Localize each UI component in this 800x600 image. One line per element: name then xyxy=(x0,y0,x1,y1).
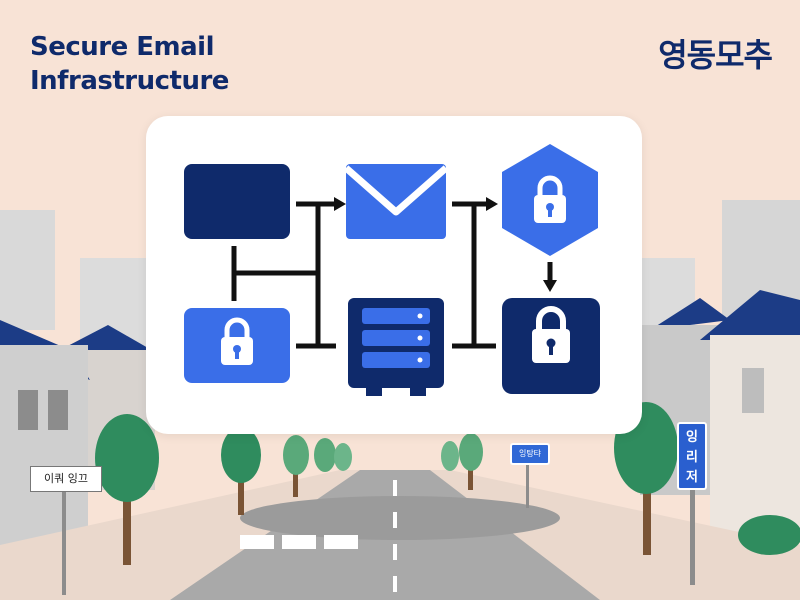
sign-pole xyxy=(62,490,66,595)
dark-panel-icon xyxy=(184,164,290,239)
crosswalk-stripe xyxy=(324,535,358,549)
tree-crown xyxy=(441,441,459,471)
title-block: Secure Email Infrastructure xyxy=(30,30,229,98)
title-line-1: Secure Email xyxy=(30,32,215,62)
connector-lines xyxy=(231,201,553,349)
tree-trunk xyxy=(123,480,131,565)
email-infrastructure-diagram xyxy=(184,144,600,396)
far-building xyxy=(0,210,55,330)
window xyxy=(18,390,38,430)
arrowheads xyxy=(334,197,557,292)
tree-crown xyxy=(221,427,261,483)
house-roof xyxy=(700,290,800,340)
street-sign-right-char: 리 xyxy=(686,450,698,465)
lock-icon xyxy=(502,298,600,394)
diagram-card xyxy=(146,116,642,434)
brand-name: 영동모추 xyxy=(658,36,773,74)
crosswalk-stripe xyxy=(240,535,274,549)
tree-crown xyxy=(95,414,159,502)
street-sign-right: 잉 리 저 xyxy=(677,422,707,490)
tree-crown xyxy=(283,435,309,475)
road-shadow xyxy=(240,496,560,540)
sidewalk xyxy=(430,470,800,600)
tree-trunk xyxy=(293,462,298,497)
tree-trunk xyxy=(643,470,651,555)
hexagon-lock-icon xyxy=(502,144,598,256)
tree-crown xyxy=(314,438,336,472)
street-sign-middle: 잉탕탸 xyxy=(510,443,550,465)
tree-crown xyxy=(334,443,352,471)
bush xyxy=(738,515,800,555)
tree-crown xyxy=(459,433,483,471)
crosswalk-stripe xyxy=(282,535,316,549)
street-sign-left: 이쿼 잉끄 xyxy=(30,466,102,492)
sign-pole xyxy=(526,463,529,508)
house-roof xyxy=(650,298,730,330)
sidewalk xyxy=(0,470,360,600)
envelope-icon xyxy=(343,164,449,239)
street-sign-right-char: 저 xyxy=(686,470,698,485)
sign-pole xyxy=(690,490,695,585)
arrow-right-icon xyxy=(334,197,346,211)
server-icon xyxy=(348,298,444,396)
title-line-2: Infrastructure xyxy=(30,66,229,96)
tree-trunk xyxy=(468,460,473,490)
tree-trunk xyxy=(238,460,244,515)
arrow-right-icon xyxy=(486,197,498,211)
house xyxy=(710,335,800,535)
window xyxy=(48,390,68,430)
arrow-down-icon xyxy=(543,280,557,292)
window xyxy=(742,368,764,413)
house xyxy=(0,345,88,555)
lock-icon xyxy=(184,308,290,383)
street-sign-right-char: 잉 xyxy=(686,430,698,445)
